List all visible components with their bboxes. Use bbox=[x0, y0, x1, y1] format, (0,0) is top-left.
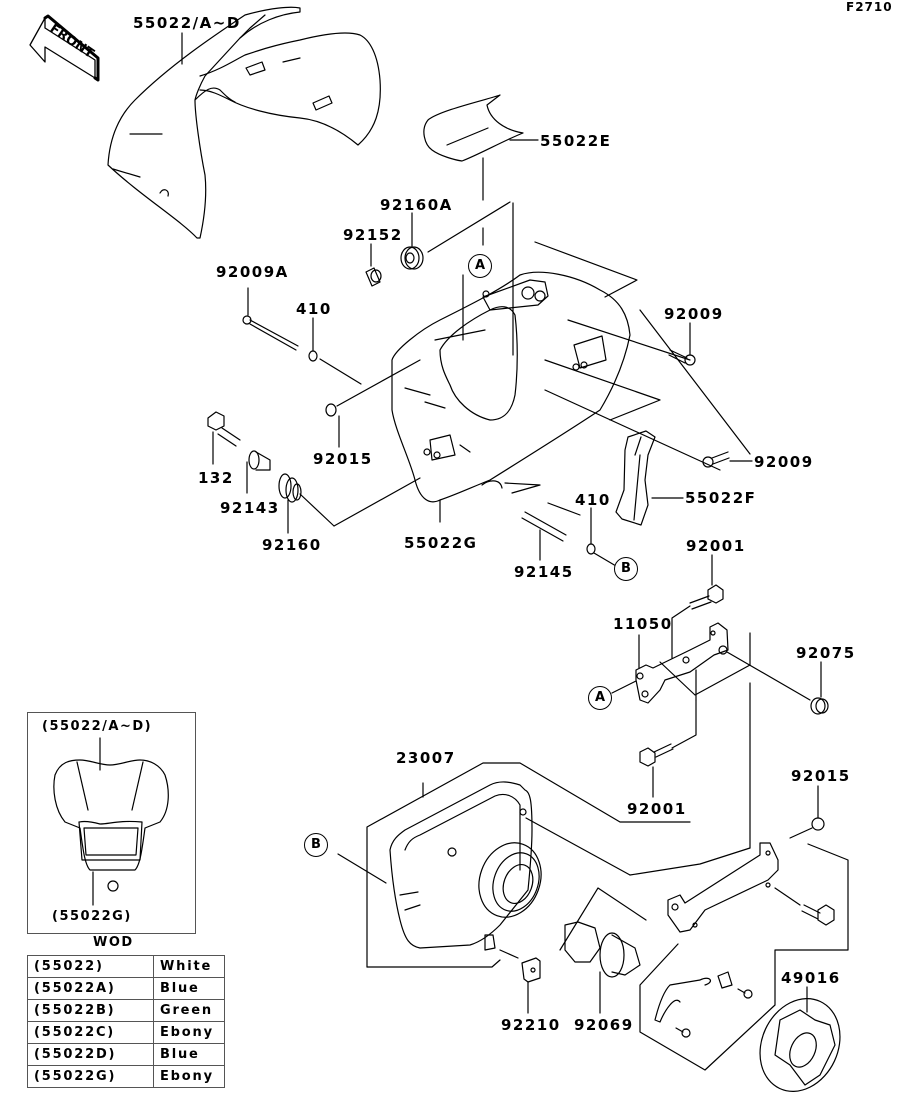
table-row: (55022) White bbox=[27, 955, 225, 978]
part-92143 bbox=[246, 450, 271, 494]
wod-inset-box bbox=[27, 712, 196, 934]
headlight-cowl bbox=[107, 6, 381, 239]
part-92001-top bbox=[671, 554, 724, 659]
part-92145 bbox=[521, 511, 567, 561]
part-92160a bbox=[400, 201, 511, 270]
table-row: (55022G) Ebony bbox=[27, 1065, 225, 1088]
label-132: 132 bbox=[198, 469, 234, 487]
front-arrow-icon: FRONT bbox=[29, 14, 100, 82]
part-132 bbox=[207, 411, 241, 465]
color-cell: Ebony bbox=[153, 1065, 225, 1088]
label-49016: 49016 bbox=[781, 969, 841, 987]
part-55022f bbox=[615, 430, 684, 526]
label-92069: 92069 bbox=[574, 1016, 634, 1034]
inset-variant-label: WOD bbox=[93, 935, 134, 950]
inset-label-top: (55022/A~D) bbox=[42, 719, 153, 734]
part-92075 bbox=[810, 661, 829, 715]
callout-a-bottom: A bbox=[588, 686, 612, 710]
label-92009a: 92009A bbox=[216, 263, 289, 281]
part-49016-cover bbox=[759, 986, 841, 1092]
color-cell: Blue bbox=[153, 1043, 225, 1066]
label-410-top: 410 bbox=[296, 300, 332, 318]
inset-cowl-drawing bbox=[53, 737, 169, 906]
callout-b-bottom: B bbox=[304, 833, 328, 857]
label-92001-bottom: 92001 bbox=[627, 800, 687, 818]
color-cell: Green bbox=[153, 999, 225, 1022]
part-23007-headlight bbox=[337, 762, 751, 968]
label-92152: 92152 bbox=[343, 226, 403, 244]
label-92009-top: 92009 bbox=[664, 305, 724, 323]
part-code-cell: (55022) bbox=[27, 955, 154, 978]
part-wire-clip bbox=[639, 843, 849, 1071]
part-lower-bracket bbox=[667, 842, 835, 933]
part-410-top bbox=[308, 317, 318, 362]
table-row: (55022A) Blue bbox=[27, 977, 225, 1000]
label-92145: 92145 bbox=[514, 563, 574, 581]
label-92009-mid: 92009 bbox=[754, 453, 814, 471]
label-92015-left: 92015 bbox=[313, 450, 373, 468]
table-row: (55022B) Green bbox=[27, 999, 225, 1022]
part-code-cell: (55022A) bbox=[27, 977, 154, 1000]
label-55022f: 55022F bbox=[685, 489, 757, 507]
color-cell: Ebony bbox=[153, 1021, 225, 1044]
part-code-cell: (55022B) bbox=[27, 999, 154, 1022]
label-11050: 11050 bbox=[613, 615, 673, 633]
assembly-lines bbox=[299, 202, 751, 527]
label-92210: 92210 bbox=[501, 1016, 561, 1034]
part-92015-left bbox=[325, 403, 340, 448]
label-92001-top: 92001 bbox=[686, 537, 746, 555]
part-55022g-housing bbox=[391, 271, 631, 503]
part-92210 bbox=[521, 957, 541, 1014]
part-92009a bbox=[242, 287, 299, 351]
label-92015-right: 92015 bbox=[791, 767, 851, 785]
part-11050-bracket bbox=[611, 622, 811, 849]
part-92001-bottom bbox=[639, 699, 697, 798]
label-23007: 23007 bbox=[396, 749, 456, 767]
part-92009-top bbox=[668, 322, 696, 366]
table-row: (55022D) Blue bbox=[27, 1043, 225, 1066]
part-code-cell: (55022D) bbox=[27, 1043, 154, 1066]
part-92009-mid bbox=[702, 451, 753, 468]
label-92075: 92075 bbox=[796, 644, 856, 662]
part-92015-right bbox=[789, 785, 825, 839]
color-table: (55022) White (55022A) Blue (55022B) Gre… bbox=[27, 955, 225, 1088]
color-cell: White bbox=[153, 955, 225, 978]
label-55022g: 55022G bbox=[404, 534, 478, 552]
table-row: (55022C) Ebony bbox=[27, 1021, 225, 1044]
part-55022e bbox=[423, 94, 539, 201]
color-cell: Blue bbox=[153, 977, 225, 1000]
part-92152 bbox=[365, 243, 382, 287]
label-410-bottom: 410 bbox=[575, 491, 611, 509]
label-92143: 92143 bbox=[220, 499, 280, 517]
part-410-bottom bbox=[586, 507, 617, 567]
part-92160 bbox=[278, 473, 302, 534]
label-55022e: 55022E bbox=[540, 132, 612, 150]
part-code-cell: (55022G) bbox=[27, 1065, 154, 1088]
label-92160: 92160 bbox=[262, 536, 322, 554]
label-55022-a-d: 55022/A~D bbox=[133, 14, 241, 32]
part-code-cell: (55022C) bbox=[27, 1021, 154, 1044]
callout-b-top: B bbox=[614, 557, 638, 581]
label-92160a: 92160A bbox=[380, 196, 453, 214]
inset-label-bottom: (55022G) bbox=[52, 909, 132, 924]
callout-a-top: A bbox=[468, 254, 492, 278]
part-92069-bulb bbox=[559, 887, 647, 1014]
figure-code: F2710 bbox=[846, 0, 893, 14]
